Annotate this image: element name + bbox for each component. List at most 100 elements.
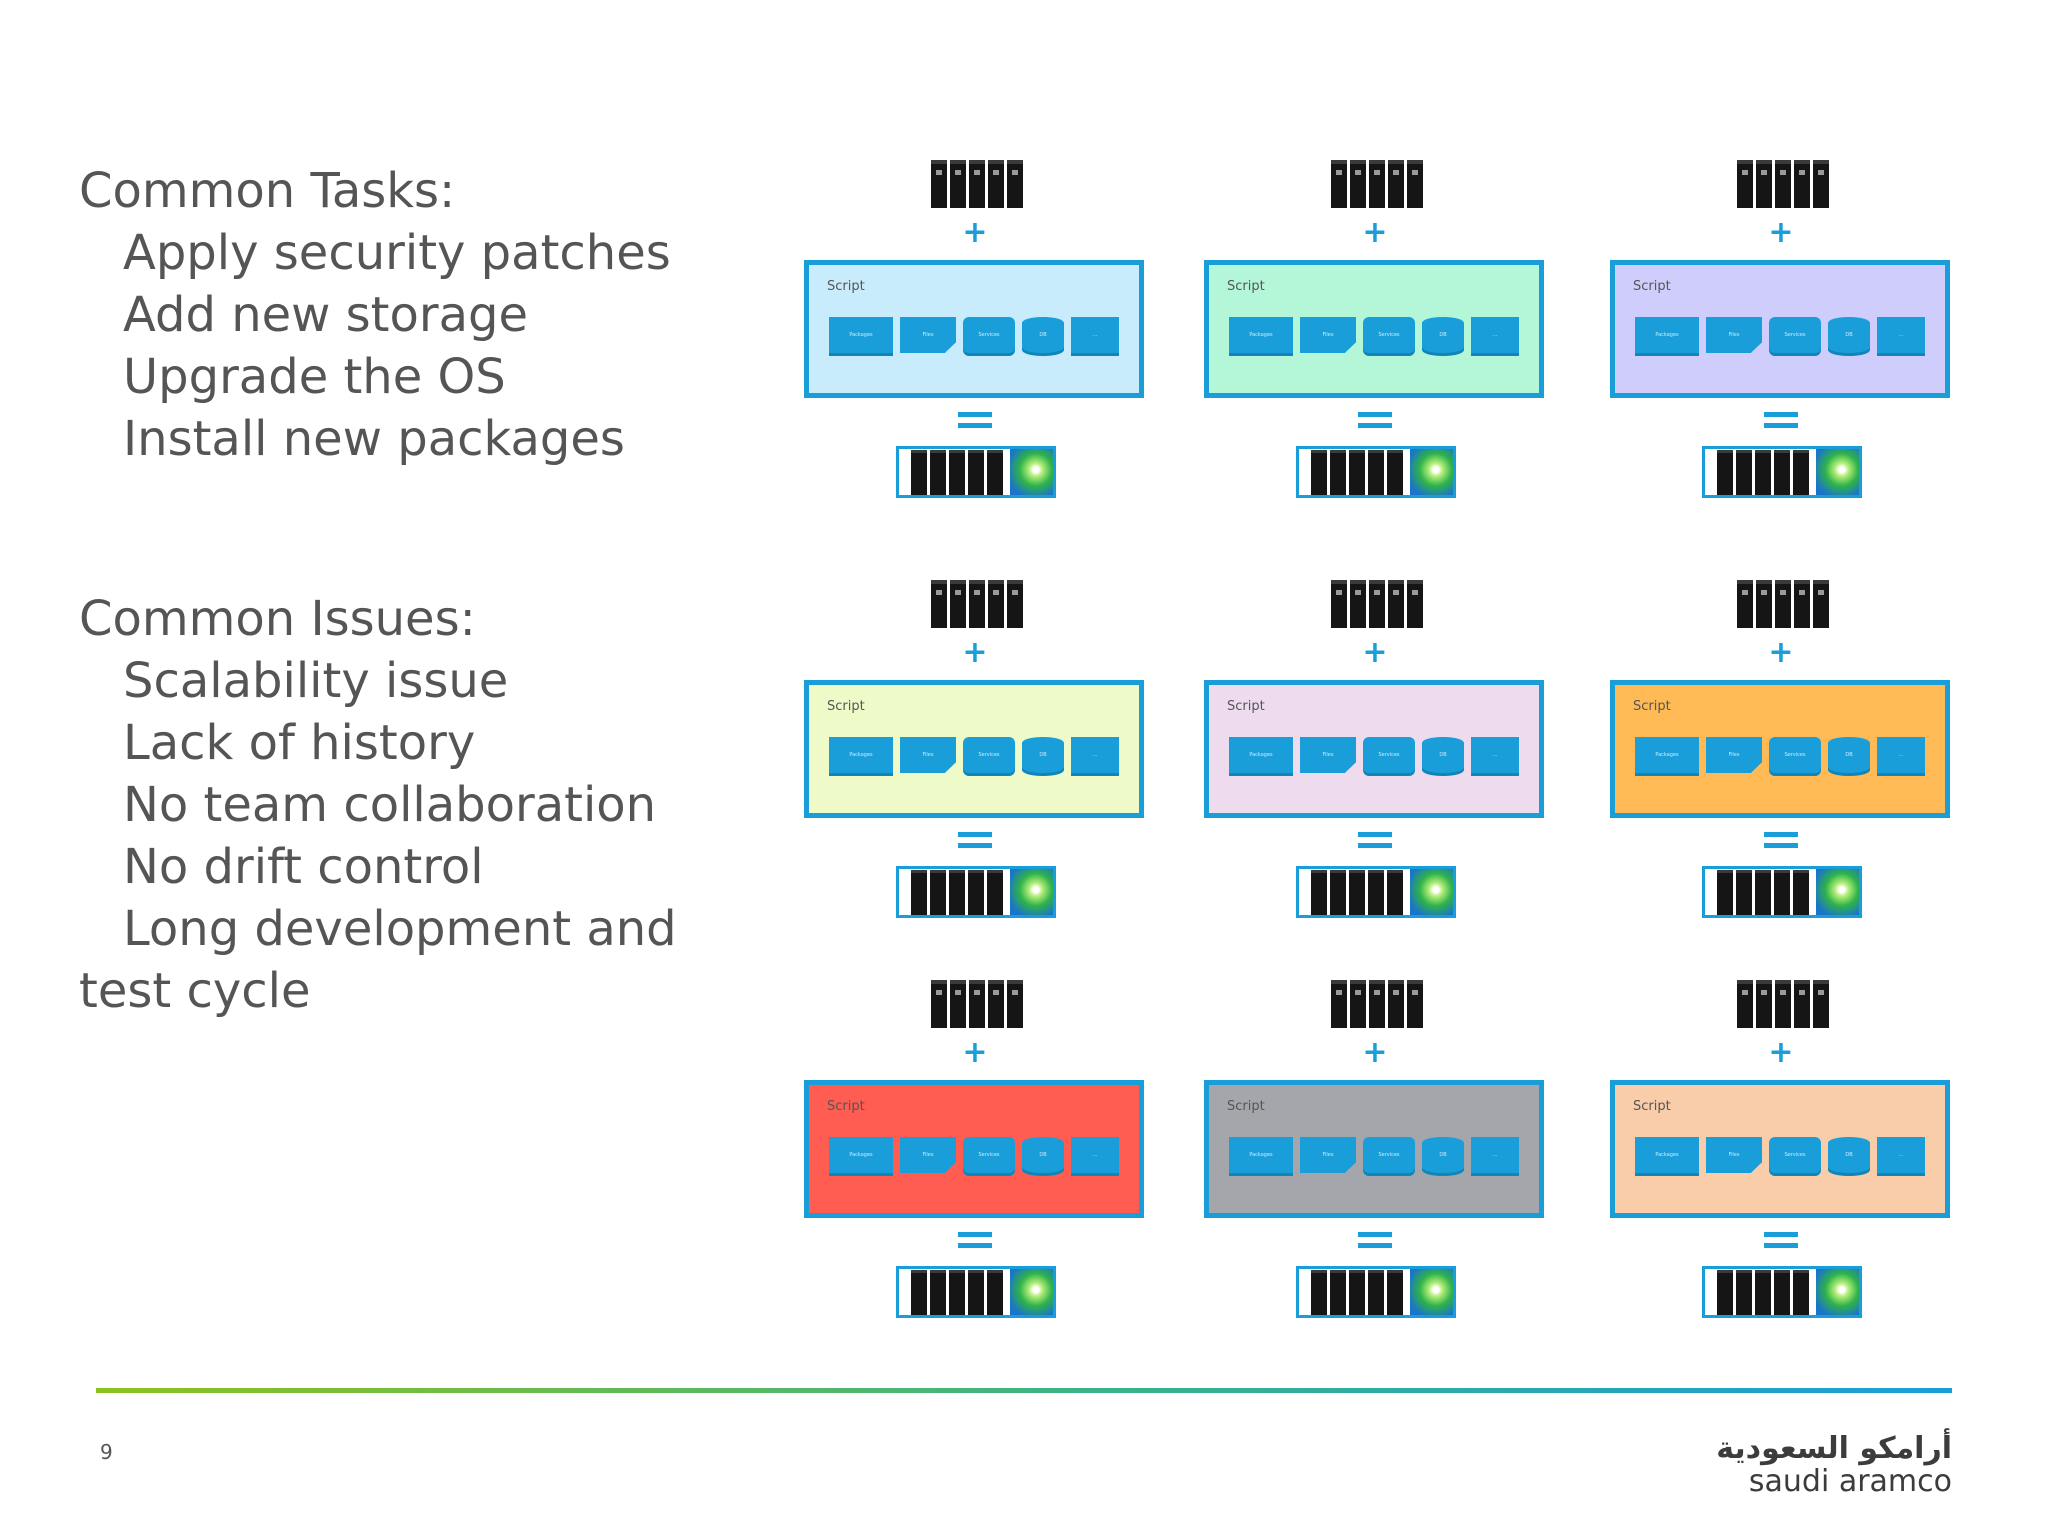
configured-server-icon — [896, 866, 1056, 918]
server-rack-icon — [1331, 980, 1423, 1028]
script-module: DB — [1422, 1137, 1464, 1173]
aramco-emblem-icon — [1815, 869, 1860, 915]
script-module: Packages — [1635, 317, 1699, 353]
configured-server-icon — [1296, 446, 1456, 498]
script-module: ... — [1071, 317, 1119, 353]
script-module: Files — [900, 317, 956, 353]
issue-item: Scalability issue — [123, 653, 509, 709]
script-module: Packages — [829, 1137, 893, 1173]
equals-icon — [1358, 412, 1392, 428]
script-module: Services — [1363, 1137, 1415, 1173]
script-module: ... — [1071, 737, 1119, 773]
script-label: Script — [827, 279, 865, 294]
script-module: Packages — [1635, 737, 1699, 773]
script-module: Packages — [829, 737, 893, 773]
script-label: Script — [1227, 699, 1265, 714]
plus-icon: + — [962, 635, 988, 670]
server-rack-icon — [1737, 160, 1829, 208]
aramco-emblem-icon — [1009, 869, 1054, 915]
script-module: DB — [1022, 1137, 1064, 1173]
equals-icon — [1764, 832, 1798, 848]
script-module: DB — [1022, 317, 1064, 353]
plus-icon: + — [1362, 215, 1388, 250]
issue-item: No drift control — [123, 839, 484, 895]
script-module: Packages — [1229, 1137, 1293, 1173]
task-item: Install new packages — [123, 411, 625, 467]
saudi-aramco-logo: أرامكو السعودية saudi aramco — [1716, 1432, 1952, 1498]
configured-server-icon — [896, 446, 1056, 498]
server-rack-icon — [931, 580, 1023, 628]
equals-icon — [1358, 1232, 1392, 1248]
footer-divider — [96, 1388, 1952, 1393]
script-label: Script — [1633, 699, 1671, 714]
script-module: DB — [1828, 1137, 1870, 1173]
script-module: Services — [963, 317, 1015, 353]
configured-server-icon — [1702, 866, 1862, 918]
server-rack-icon — [1331, 580, 1423, 628]
issue-item: Long development and — [123, 901, 677, 957]
task-item: Add new storage — [123, 287, 528, 343]
server-rack-icon — [1737, 980, 1829, 1028]
script-module: ... — [1471, 317, 1519, 353]
script-module: ... — [1877, 1137, 1925, 1173]
aramco-emblem-icon — [1009, 449, 1054, 495]
script-module: DB — [1022, 737, 1064, 773]
script-module: ... — [1071, 1137, 1119, 1173]
task-item: Upgrade the OS — [123, 349, 506, 405]
script-module: Files — [1706, 737, 1762, 773]
configured-server-icon — [1702, 446, 1862, 498]
script-module: Services — [1769, 1137, 1821, 1173]
logo-arabic-text: أرامكو السعودية — [1716, 1431, 1952, 1466]
aramco-emblem-icon — [1009, 1269, 1054, 1315]
script-module: Files — [900, 737, 956, 773]
script-module: DB — [1422, 317, 1464, 353]
server-rack-icon — [1737, 580, 1829, 628]
plus-icon: + — [1362, 635, 1388, 670]
script-module: Files — [1300, 737, 1356, 773]
page-number: 9 — [100, 1440, 113, 1464]
plus-icon: + — [1768, 215, 1794, 250]
equals-icon — [958, 412, 992, 428]
script-module: Files — [1300, 317, 1356, 353]
script-module: Packages — [1229, 317, 1293, 353]
aramco-emblem-icon — [1409, 449, 1454, 495]
aramco-emblem-icon — [1409, 1269, 1454, 1315]
configured-server-icon — [1296, 1266, 1456, 1318]
script-label: Script — [1633, 279, 1671, 294]
equals-icon — [1764, 412, 1798, 428]
equals-icon — [958, 1232, 992, 1248]
script-module: Packages — [829, 317, 893, 353]
script-module: DB — [1422, 737, 1464, 773]
configured-server-icon — [1702, 1266, 1862, 1318]
slide-text: Common Tasks: Apply security patches Add… — [79, 160, 699, 1022]
script-module: Services — [963, 1137, 1015, 1173]
script-module: Files — [1706, 317, 1762, 353]
script-module: DB — [1828, 737, 1870, 773]
plus-icon: + — [1768, 1035, 1794, 1070]
server-rack-icon — [1331, 160, 1423, 208]
logo-english-text: saudi aramco — [1748, 1464, 1952, 1499]
script-module: Services — [1769, 737, 1821, 773]
script-module: Services — [1769, 317, 1821, 353]
script-module: Packages — [1229, 737, 1293, 773]
script-module: Files — [900, 1137, 956, 1173]
